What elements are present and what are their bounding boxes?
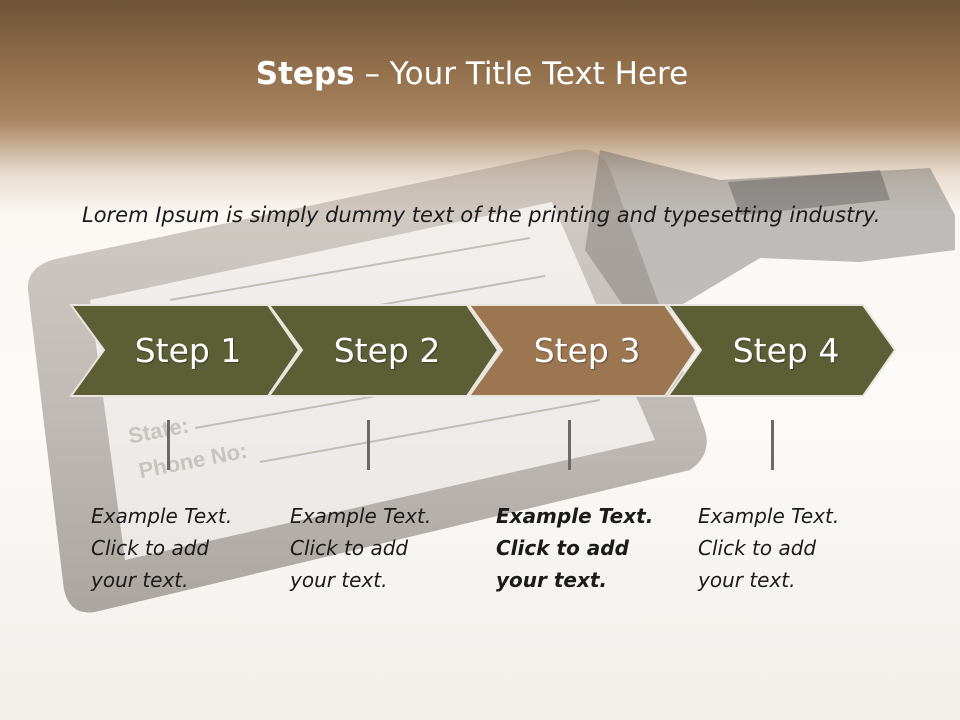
- step-1-label: Step 1: [134, 331, 242, 370]
- title-bold-word: Steps: [255, 56, 355, 92]
- step-3-chevron[interactable]: [467, 304, 698, 397]
- step-3-label: Step 3: [533, 331, 641, 370]
- step-3-caption[interactable]: Example Text. Click to add your text.: [496, 500, 666, 596]
- caption-line: Click to add: [91, 536, 210, 560]
- caption-line: Example Text.: [91, 504, 233, 528]
- step-4-label: Step 4: [732, 331, 840, 370]
- caption-line: Click to add: [290, 536, 409, 560]
- caption-line: Example Text.: [698, 504, 840, 528]
- step-2-connector: [367, 420, 370, 470]
- slide-title[interactable]: Steps – Your Title Text Here: [0, 54, 944, 94]
- caption-line: Click to add: [698, 536, 817, 560]
- step-4-caption[interactable]: Example Text. Click to add your text.: [698, 500, 868, 596]
- caption-line: your text.: [496, 568, 608, 592]
- caption-line: Example Text.: [496, 504, 654, 528]
- caption-line: Example Text.: [290, 504, 432, 528]
- step-4-connector: [771, 420, 774, 470]
- title-rest: – Your Title Text Here: [354, 56, 689, 92]
- step-2-caption[interactable]: Example Text. Click to add your text.: [290, 500, 460, 596]
- step-1-caption[interactable]: Example Text. Click to add your text.: [91, 500, 261, 596]
- step-2-label: Step 2: [333, 331, 441, 370]
- step-2-chevron[interactable]: [267, 304, 500, 397]
- step-4-chevron[interactable]: [666, 304, 897, 397]
- caption-line: your text.: [698, 568, 796, 592]
- intro-paragraph[interactable]: Lorem Ipsum is simply dummy text of the …: [82, 203, 881, 227]
- caption-line: your text.: [290, 568, 388, 592]
- caption-line: Click to add: [496, 536, 629, 560]
- caption-line: your text.: [91, 568, 189, 592]
- step-1-connector: [167, 420, 170, 470]
- step-3-connector: [568, 420, 571, 470]
